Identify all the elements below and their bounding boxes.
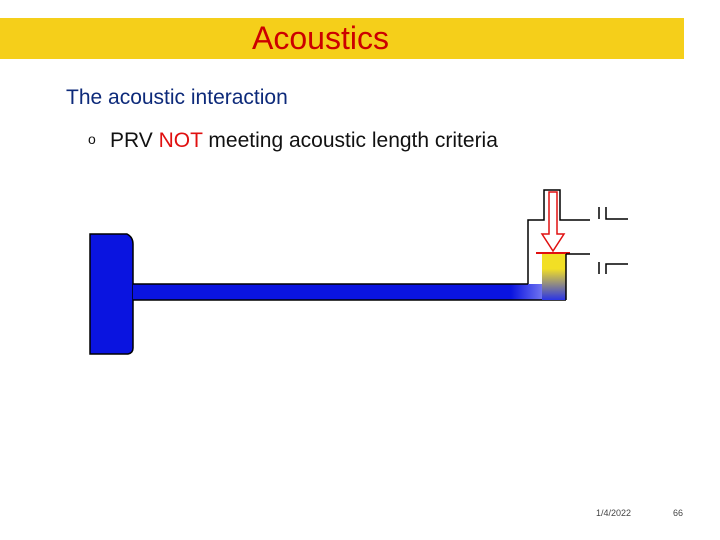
title-bar (0, 18, 684, 59)
vessel-body (89, 233, 134, 355)
slide-title: Acoustics (252, 20, 389, 56)
slide-heading: The acoustic interaction (66, 86, 288, 109)
bullet-text-before: PRV (110, 129, 159, 152)
outlet-flange-bottom (598, 262, 628, 274)
valve-body (527, 189, 590, 254)
outlet-flange-top (598, 207, 628, 220)
bullet-text-after: meeting acoustic length criteria (202, 129, 498, 152)
inlet-pipe-end (511, 284, 542, 300)
bullet-marker: o (88, 131, 96, 147)
bullet-highlight: NOT (158, 129, 203, 152)
valve-inlet-stub (542, 252, 566, 300)
pressure-arrow-icon (540, 191, 566, 253)
footer-page-number: 66 (673, 508, 684, 518)
inlet-pipe (133, 284, 513, 300)
footer-date: 1/4/2022 (596, 508, 632, 518)
bullet-item: o PRV NOT meeting acoustic length criteri… (88, 127, 498, 153)
